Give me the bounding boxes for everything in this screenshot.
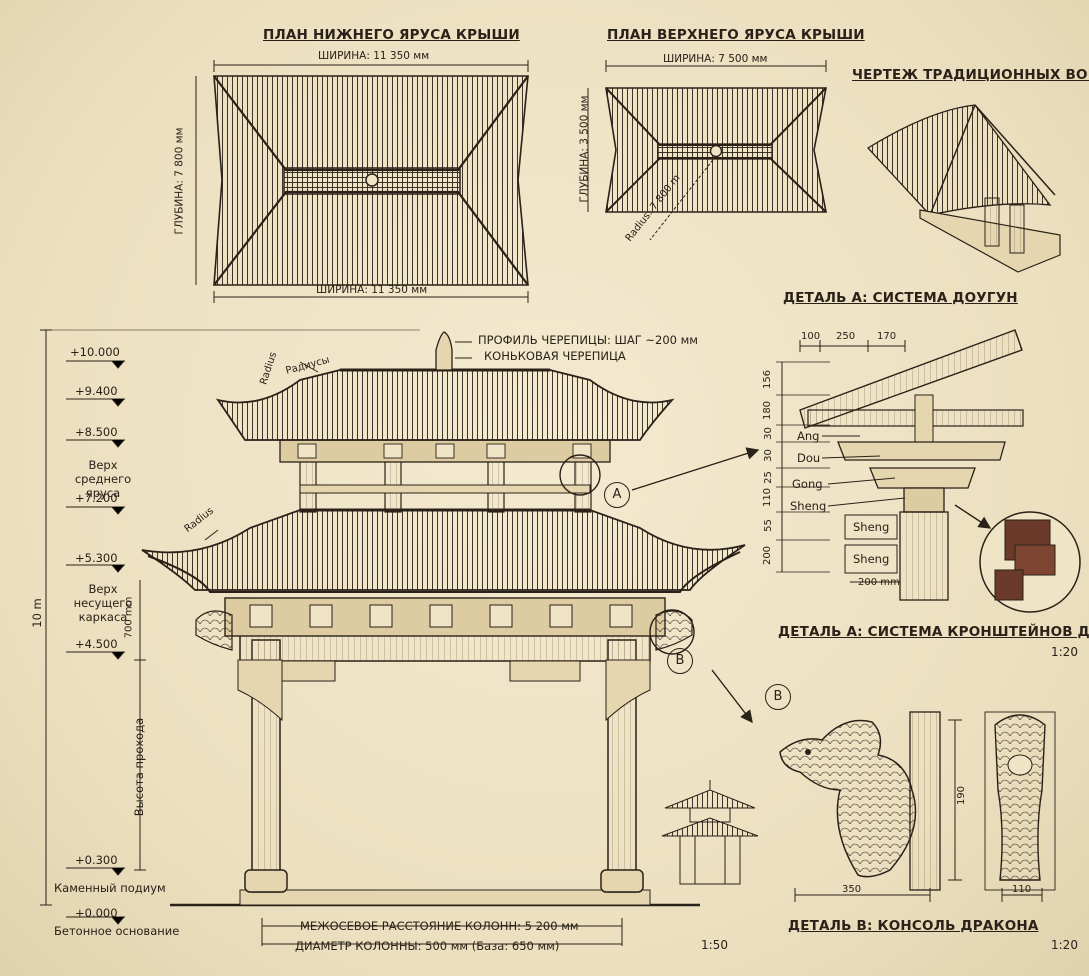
sheng-box-1: Sheng xyxy=(853,520,890,534)
detail-a-dim-250: 250 xyxy=(836,331,856,342)
upper-roof-plan-title: ПЛАН ВЕРХНЕГО ЯРУСА КРЫШИ xyxy=(607,27,865,43)
detail-b-scale: 1:20 xyxy=(1051,938,1078,952)
column-diameter-label: ДИАМЕТР КОЛОННЫ: 500 мм (База: 650 мм) xyxy=(295,939,560,953)
label-sheng: Sheng xyxy=(790,499,827,513)
detail-a-dim-55: 55 xyxy=(762,519,774,532)
ridge-tile-label: КОНЬКОВАЯ ЧЕРЕПИЦА xyxy=(484,349,626,363)
detail-a-dim-30a: 30 xyxy=(762,427,774,440)
sheng-box-2: Sheng xyxy=(853,552,890,566)
middle-tier-top-label: Верх среднего яруса xyxy=(74,458,132,500)
detail-a-dim-180: 180 xyxy=(762,400,774,421)
detail-a-dim-110: 110 xyxy=(762,487,774,508)
lower-plan-width-bottom: ШИРИНА: 11 350 мм xyxy=(316,284,428,296)
total-height-label: 10 m xyxy=(29,598,44,628)
detail-b-height: 190 xyxy=(956,785,968,806)
level-8500: +8.500 xyxy=(75,425,118,439)
detail-a-dim-156: 156 xyxy=(762,369,774,390)
column-spacing-label: МЕЖОСЕВОЕ РАССТОЯНИЕ КОЛОНН: 5 200 мм xyxy=(300,919,579,933)
concrete-base-label: Бетонное основание xyxy=(54,924,180,938)
level-7200: +7.200 xyxy=(75,491,118,505)
detail-a-dim-170: 170 xyxy=(877,331,897,342)
level-0300: +0.300 xyxy=(75,853,118,867)
detail-b-width: 350 xyxy=(842,884,862,895)
gate-drawing-title: ЧЕРТЕЖ ТРАДИЦИОННЫХ ВОРОТ xyxy=(852,67,1089,83)
passage-height-label: Высота прохода xyxy=(132,717,147,817)
lower-roof-plan-title: ПЛАН НИЖНЕГО ЯРУСА КРЫШИ xyxy=(263,27,520,43)
upper-plan-depth: ГЛУБИНА: 3 500 мм xyxy=(578,95,591,203)
detail-a-drawing xyxy=(776,329,1081,613)
detail-b-marker: B xyxy=(765,684,791,710)
detail-a-dim-100: 100 xyxy=(801,331,821,342)
level-5300: +5.300 xyxy=(75,551,118,565)
detail-a-dim-200: 200 xyxy=(762,545,774,566)
lower-roof-plan xyxy=(195,60,529,303)
detail-b-front-width: 110 xyxy=(1012,884,1032,895)
upper-roof-plan xyxy=(587,60,827,241)
elevation-scale: 1:50 xyxy=(701,938,728,952)
tile-profile-label: ПРОФИЛЬ ЧЕРЕПИЦЫ: ШАГ ~200 мм xyxy=(478,333,698,347)
level-0000: +0.000 xyxy=(75,906,118,920)
post-width-label: 200 mm xyxy=(858,577,900,588)
detail-a-dim-25: 25 xyxy=(762,471,774,484)
detail-a-dim-30b: 30 xyxy=(762,449,774,462)
gate-isometric-sketch xyxy=(866,104,1061,273)
label-gong: Gong xyxy=(792,477,823,491)
lower-plan-depth: ГЛУБИНА: 7 800 мм xyxy=(173,127,186,235)
level-4500: +4.500 xyxy=(75,637,118,651)
frame-top-label: Верх несущего каркаса xyxy=(73,582,133,624)
detail-a-scale: 1:20 xyxy=(1051,645,1078,659)
label-ang: Ang xyxy=(797,429,820,443)
bracket-height-label: 700 mm xyxy=(123,596,135,639)
detail-a-title: ДЕТАЛЬ А: СИСТЕМА ДОУГУН xyxy=(783,290,1018,306)
callout-a: A xyxy=(604,482,630,508)
detail-a-brackets-title: ДЕТАЛЬ А: СИСТЕМА КРОНШТЕЙНОВ ДОУГУН xyxy=(778,624,1089,640)
label-dou: Dou xyxy=(797,451,821,465)
callout-b: B xyxy=(667,648,693,674)
detail-b-title: ДЕТАЛЬ В: КОНСОЛЬ ДРАКОНА xyxy=(788,918,1039,934)
level-9400: +9.400 xyxy=(75,384,118,398)
stone-podium-label: Каменный подиум xyxy=(54,881,166,895)
upper-plan-width: ШИРИНА: 7 500 мм xyxy=(663,53,768,65)
detail-b-drawing xyxy=(779,711,1056,902)
main-elevation xyxy=(40,329,760,946)
level-10000: +10.000 xyxy=(70,345,120,359)
small-pagoda-sketch xyxy=(661,780,759,885)
lower-plan-width-top: ШИРИНА: 11 350 мм xyxy=(318,50,430,62)
